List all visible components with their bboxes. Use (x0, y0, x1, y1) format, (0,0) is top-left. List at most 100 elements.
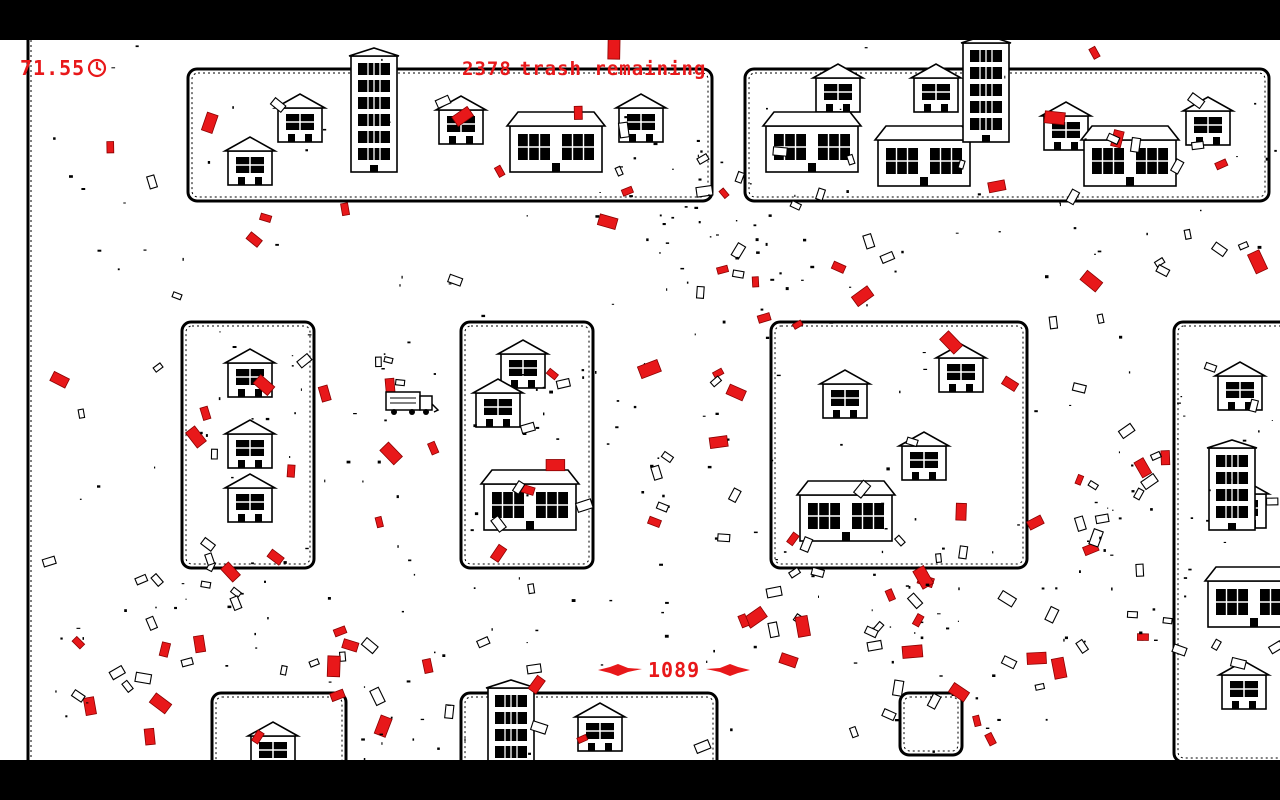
house (221, 473, 279, 523)
trash-bit (599, 192, 601, 193)
trash-bit (437, 747, 440, 750)
trash-box (815, 187, 827, 202)
trash-box (1126, 610, 1139, 619)
trash-box (369, 686, 386, 707)
trash-box (108, 664, 127, 681)
trash-red (379, 441, 403, 466)
trash-red (1050, 656, 1068, 680)
trash-bit (407, 341, 411, 344)
trash-bit (768, 214, 772, 217)
trash-box (660, 450, 675, 464)
trash-bit (397, 545, 399, 548)
trash-bit (694, 206, 699, 209)
trash-bit (665, 601, 669, 604)
trash-red (143, 727, 156, 746)
trash-bit (923, 368, 928, 370)
trash-bit (76, 627, 81, 629)
trash-bit (595, 371, 597, 374)
trash-bit (894, 270, 897, 273)
trash-bit (633, 405, 637, 409)
trash-bit (1110, 554, 1114, 556)
trash-bit (659, 563, 663, 566)
trash-bit (1069, 404, 1072, 406)
trash-bit (1103, 549, 1106, 552)
trash-bit (776, 374, 781, 377)
trash-bit (231, 476, 234, 479)
trash-bit (1041, 587, 1045, 590)
trash-box (529, 720, 549, 735)
trash-bit (535, 388, 538, 391)
trash-bit (1063, 638, 1065, 642)
trash-bit (839, 108, 842, 110)
trash-red (718, 187, 730, 200)
trash-red (266, 548, 285, 566)
trash-bit (181, 583, 185, 585)
trash-box (383, 356, 394, 365)
trash-bit (657, 457, 660, 459)
trash-bit (448, 283, 452, 285)
trash-bit (1034, 410, 1038, 413)
trash-box (693, 739, 712, 755)
trash-box (862, 232, 876, 250)
trash-bit (1183, 415, 1186, 417)
apartment (1079, 125, 1181, 187)
trash-bit (82, 637, 84, 640)
trash-box (511, 480, 526, 496)
trash-bit (992, 551, 994, 554)
trash-bit (616, 400, 620, 402)
trash-bit (535, 629, 539, 632)
trash-box (655, 501, 670, 513)
trash-bit (363, 686, 366, 688)
trash-box (789, 199, 803, 211)
score-value: 1089 (648, 658, 701, 682)
trash-bit (305, 149, 308, 152)
trash-bit (606, 443, 610, 445)
trash-red (421, 658, 434, 674)
tower (348, 47, 400, 173)
trash-box (150, 572, 164, 588)
trash-box (765, 585, 783, 599)
trash-box (444, 704, 455, 720)
trash-bit (1118, 451, 1120, 454)
trash-box (1094, 513, 1110, 525)
trash-bit (227, 605, 232, 609)
trash-bit (218, 397, 221, 401)
trash-bit (69, 175, 73, 178)
trash-box (893, 534, 906, 547)
trash-box (696, 152, 710, 166)
trash-bit (377, 460, 381, 464)
trash-box (879, 250, 896, 265)
trash-box (394, 378, 406, 387)
trash-bit (526, 494, 529, 497)
trash-box (1135, 563, 1145, 577)
trash-bit (889, 626, 892, 628)
trash-bit (997, 718, 1001, 721)
trash-bit (659, 214, 662, 217)
trash-bit (117, 268, 120, 271)
trash-bit (581, 369, 585, 372)
trash-box (1048, 315, 1059, 330)
trash-bit (205, 434, 208, 437)
trash-bit (1099, 536, 1102, 540)
trash-red (489, 543, 508, 563)
trash-bit (1017, 524, 1020, 526)
trash-red (317, 384, 332, 403)
trash-bit (1200, 209, 1202, 212)
trash-bit (328, 681, 332, 683)
trash-bit (254, 632, 256, 636)
trash-bit (526, 215, 528, 217)
trash-bit (1223, 541, 1227, 543)
trash-bit (925, 583, 930, 587)
trash-bit (946, 627, 950, 630)
trash-box (1171, 643, 1188, 657)
trash-bit (727, 438, 730, 441)
house (809, 63, 867, 113)
trash-red (374, 515, 384, 529)
game-world[interactable] (0, 40, 1280, 760)
trash-bit (641, 491, 645, 494)
trash-bit (884, 528, 888, 530)
trash-bit (55, 690, 57, 693)
trash-bit (881, 550, 884, 554)
trash-bit (932, 750, 935, 753)
trash-red (545, 459, 566, 472)
